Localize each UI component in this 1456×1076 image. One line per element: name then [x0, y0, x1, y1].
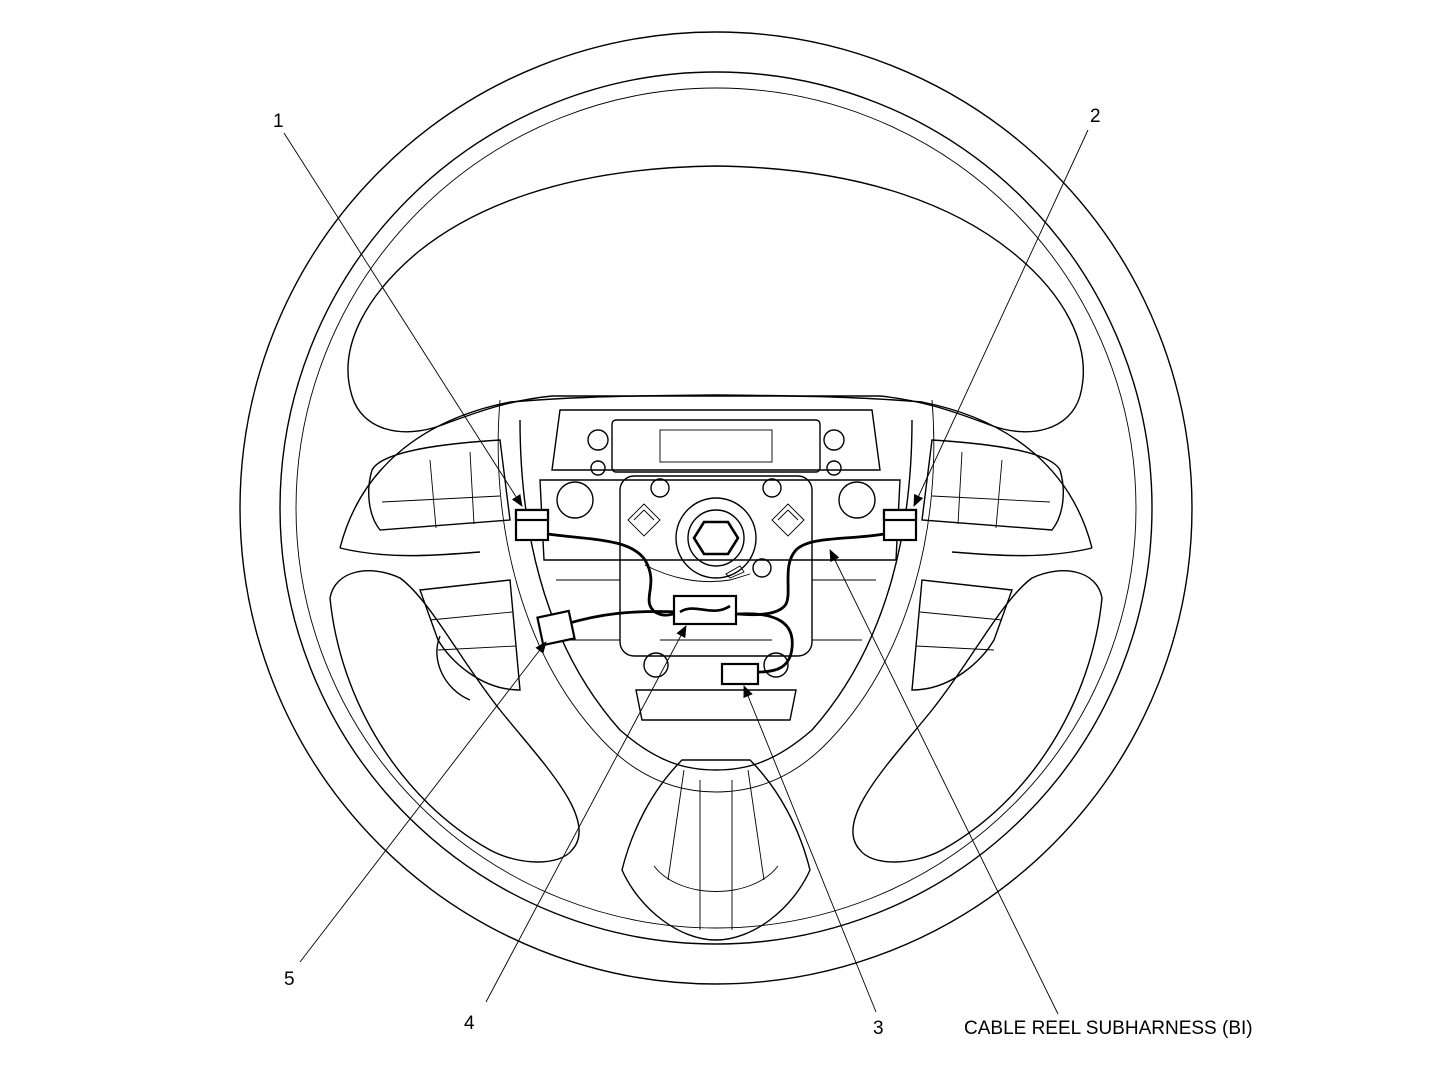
- callout-3-label: 3: [873, 1018, 884, 1039]
- callout-1-label: 1: [273, 111, 284, 132]
- leader-lines: [283, 129, 1089, 1015]
- wheel-rim: [239, 31, 1193, 985]
- spoke-body: [329, 394, 1103, 941]
- upper-opening: [347, 165, 1084, 433]
- callout-2-label: 2: [1090, 106, 1101, 127]
- left-switch-panel: [368, 439, 521, 701]
- connectors: [514, 508, 918, 686]
- callout-4-label: 4: [464, 1013, 475, 1034]
- connector-3: [720, 662, 760, 686]
- right-switch-panel: [911, 439, 1064, 691]
- callout-5-label: 5: [284, 969, 295, 990]
- cable-reel-subharness-label: CABLE REEL SUBHARNESS (BI): [964, 1018, 1253, 1039]
- connector-5: [536, 609, 576, 647]
- cable-reel-subharness: [546, 532, 886, 674]
- hub-mechanism: [539, 409, 901, 721]
